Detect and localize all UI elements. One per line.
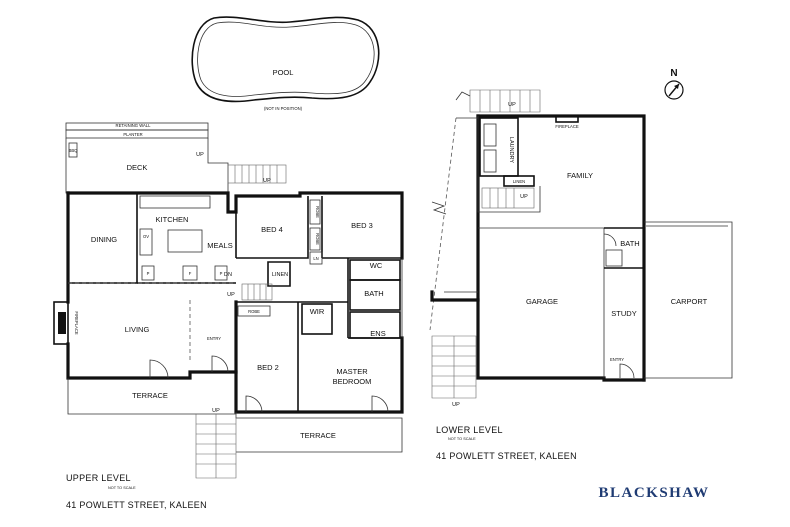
lower-level-caption: LOWER LEVEL NOT TO SCALE 41 POWLETT STRE…: [436, 425, 577, 461]
master-label-2: BEDROOM: [333, 377, 372, 386]
stairs-dn: DN: [224, 272, 232, 278]
fireplace-upper-label: FIREPLACE: [74, 311, 79, 334]
deck-label: DECK: [127, 163, 148, 172]
stairs-up-bottom-left: UP: [452, 402, 460, 408]
meals-label: MEALS: [207, 241, 232, 250]
ens-label: ENS: [370, 329, 385, 338]
upper-level-scale: NOT TO SCALE: [108, 486, 136, 490]
pool-label: POOL: [273, 68, 294, 77]
lower-level-address: 41 POWLETT STREET, KALEEN: [436, 451, 577, 461]
ln-label: LN: [313, 256, 318, 261]
terrace-bottom-label: TERRACE: [300, 431, 336, 440]
linen-lower-label: LINEN: [513, 179, 525, 184]
entry-upper-label: ENTRY: [207, 336, 221, 341]
wir-label: WIR: [310, 307, 325, 316]
north-label: N: [670, 68, 677, 79]
robe-c-label: ROBE: [248, 309, 260, 314]
master-label-1: MASTER: [336, 367, 368, 376]
garage-label: GARAGE: [526, 297, 558, 306]
bbq-label: BBQ: [69, 148, 79, 153]
wc-label: WC: [370, 261, 383, 270]
entry-lower-label: ENTRY: [610, 357, 624, 362]
bed4-label: BED 4: [261, 225, 283, 234]
bed2-label: BED 2: [257, 363, 279, 372]
living-label: LIVING: [125, 325, 150, 334]
bed3-label: BED 3: [351, 221, 373, 230]
study-label: STUDY: [611, 309, 636, 318]
lower-level-title: LOWER LEVEL: [436, 425, 503, 435]
stairs-up-deck2: UP: [263, 178, 271, 184]
laundry-label: LAUNDRY: [508, 137, 514, 164]
lower-level-scale: NOT TO SCALE: [448, 437, 476, 441]
family-label: FAMILY: [567, 171, 593, 180]
upper-level-title: UPPER LEVEL: [66, 473, 131, 483]
bath-lower-label: BATH: [620, 239, 639, 248]
robe-b-label: ROBE: [315, 233, 320, 245]
pantry-1-label: P: [147, 271, 150, 276]
stairs-up-hall: UP: [227, 292, 235, 298]
bath-upper-label: BATH: [364, 289, 383, 298]
kitchen-label: KITCHEN: [156, 215, 189, 224]
stairs-up-lower: UP: [520, 194, 528, 200]
stairs-up-bottom-mid: UP: [212, 408, 220, 414]
fireplace-lower-label: FIREPLACE: [555, 124, 578, 129]
upper-level-address: 41 POWLETT STREET, KALEEN: [66, 500, 207, 510]
linen-upper-label: LINEN: [272, 272, 288, 278]
robe-a-label: ROBE: [315, 206, 320, 218]
pantry-2-label: P: [220, 271, 223, 276]
north-arrow-icon: [674, 84, 679, 89]
pool: POOL (NOT IN POSITION): [191, 16, 380, 111]
pool-note: (NOT IN POSITION): [264, 106, 303, 111]
ov-label: OV: [143, 234, 149, 239]
stairs-up-pool: UP: [508, 102, 516, 108]
fireplace-upper: [53, 301, 69, 345]
upper-level-caption: UPPER LEVEL NOT TO SCALE 41 POWLETT STRE…: [66, 473, 207, 510]
stairs-up-deck: UP: [196, 152, 204, 158]
upper-level-plan: RETAINING WALL PLANTER BBQ DECK UP UP FI…: [53, 122, 404, 479]
north-arrow: N: [664, 68, 684, 100]
planter-label: PLANTER: [123, 132, 142, 137]
fridge-label: F: [189, 271, 192, 276]
retaining-wall-label: RETAINING WALL: [116, 123, 152, 128]
planter: [65, 129, 209, 139]
terrace-left-label: TERRACE: [132, 391, 168, 400]
dining-label: DINING: [91, 235, 117, 244]
carport-label: CARPORT: [671, 297, 708, 306]
brand-logo: BLACKSHAW: [598, 485, 709, 501]
lower-level-plan: UP LAUNDRY LINEN UP FIREPLACE FAMILY: [429, 89, 733, 408]
